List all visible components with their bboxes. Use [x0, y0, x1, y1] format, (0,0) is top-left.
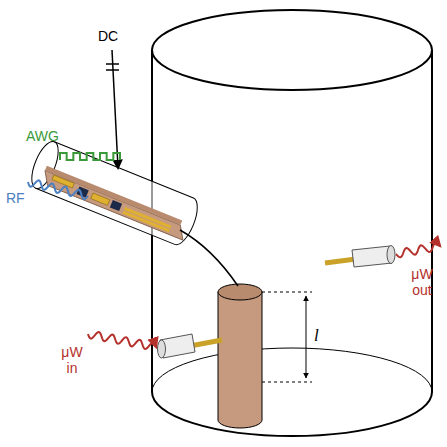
chip-holder: [26, 138, 202, 248]
signal-name: DC: [98, 28, 118, 44]
output-connector: [325, 246, 395, 268]
signal-name: AWG: [26, 128, 59, 144]
awg-signal: [60, 153, 120, 160]
dimension-label: l: [314, 326, 319, 346]
resonator-post: [218, 284, 262, 428]
port-label: μW out: [402, 266, 442, 298]
wire: [180, 230, 238, 286]
dc-line: [106, 50, 119, 168]
signal-name: RF: [6, 190, 25, 206]
microwave-in-signal: [88, 332, 156, 349]
input-connector: [158, 334, 223, 358]
port-label: μW in: [56, 344, 88, 376]
microwave-out-signal: [396, 243, 440, 258]
dimension-l: [262, 292, 312, 382]
rf-signal: [28, 180, 88, 199]
